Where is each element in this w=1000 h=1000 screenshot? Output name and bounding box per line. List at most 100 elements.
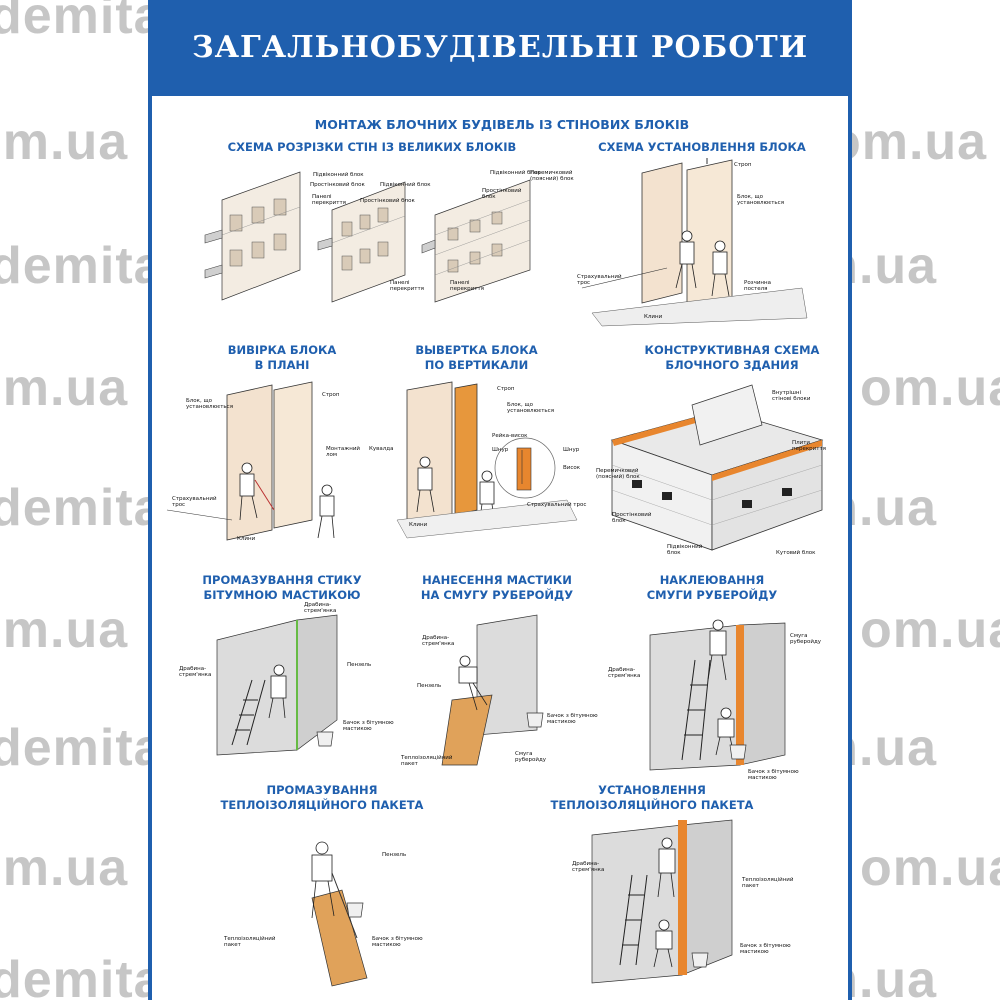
label-cord: Шнур: [563, 447, 580, 453]
watermark-text: om.ua: [860, 601, 1000, 659]
label-cord: Шнур: [492, 447, 509, 453]
panel-mastic-title-2: НА СМУГУ РУБЕРОЙДУ: [420, 588, 574, 602]
label-pier-block: Простінковий блок: [360, 198, 415, 204]
label-sill-block: Підвіконний блок: [490, 170, 541, 176]
insulation-install-illustration: [591, 819, 733, 984]
watermark-text: om.ua: [0, 359, 129, 417]
watermark-text: om.ua: [860, 839, 1000, 897]
cut-scheme-figure: Підвіконний блок Простінковий блок Панел…: [200, 160, 574, 310]
label-roofing-strip: Смуга руберойду: [515, 751, 547, 763]
panel-mastic-title-1: НАНЕСЕННЯ МАСТИКИ: [422, 573, 572, 587]
watermark-text: om.ua: [0, 839, 129, 897]
plan-check-figure: Блок, що установлюється Строп Монтажний …: [162, 380, 362, 560]
label-wedges: Клини: [644, 314, 663, 320]
label-floor-slabs: Плити перекриття: [792, 440, 826, 452]
label-floor-panels: Панелі перекриття: [450, 280, 484, 292]
panel-structure-title-1: КОНСТРУКТИВНАЯ СХЕМА: [644, 343, 820, 357]
label-inner-wall-blocks: Внутрішні стінові блоки: [772, 390, 811, 402]
panel-gluing-title-2: СМУГИ РУБЕРОЙДУ: [646, 588, 778, 602]
panel-insulation-coating-title-1: ПРОМАЗУВАННЯ: [266, 783, 378, 797]
label-pier-block: Простінковий блок: [482, 188, 522, 200]
mastic-strip-figure: Драбина-стрем'янка Пензель Бачок з бітум…: [397, 605, 607, 770]
label-stepladder: Драбина-стрем'янка: [572, 861, 605, 873]
label-brush: Пензель: [382, 852, 407, 858]
panel-cut-scheme-title: СХЕМА РОЗРІЗКИ СТІН ІЗ ВЕЛИКИХ БЛОКІВ: [227, 140, 517, 154]
insulation-coating-illustration: [311, 841, 368, 987]
label-sling: Строп: [497, 386, 515, 392]
watermark-text: om.ua: [0, 113, 129, 171]
label-corner-block: Кутовий блок: [776, 550, 816, 556]
panel-vertical-check-title-2: ПО ВЕРТИКАЛИ: [424, 358, 529, 372]
panel-structure-title-2: БЛОЧНОГО ЗДАНИЯ: [665, 358, 799, 372]
watermark-text: om.ua: [860, 359, 1000, 417]
block-installation-illustration: [581, 158, 808, 327]
label-lintel-block: Перемичковий (поясний) блок: [530, 170, 574, 182]
label-brush: Пензель: [347, 662, 372, 668]
label-mastic-tank: Бачок з бітумною мастикою: [372, 936, 423, 948]
label-sling: Строп: [322, 392, 340, 398]
label-mastic-tank: Бачок з бітумною мастикою: [343, 720, 394, 732]
label-mastic-tank: Бачок з бітумною мастикою: [547, 713, 598, 725]
poster: ЗАГАЛЬНОБУДІВЕЛЬНІ РОБОТИ МОНТАЖ БЛОЧНИХ…: [148, 0, 852, 1000]
strip-gluing-illustration: [649, 619, 786, 771]
panel-insulation-install-title-2: ТЕПЛОІЗОЛЯЦІЙНОГО ПАКЕТА: [550, 798, 754, 812]
panel-plan-check-title-2: В ПЛАНІ: [254, 358, 310, 372]
vertical-check-figure: Строп Блок, що установлюється Рейка-висо…: [367, 380, 607, 550]
label-sill-block: Підвіконний блок: [313, 172, 364, 178]
poster-title: ЗАГАЛЬНОБУДІВЕЛЬНІ РОБОТИ: [191, 30, 809, 65]
label-pier-block: Простінковий блок: [310, 182, 365, 188]
label-wedges: Клини: [237, 536, 256, 542]
joint-coating-figure: Драбина-стрем'янка Драбина-стрем'янка Пе…: [157, 600, 397, 760]
insulation-coating-figure: Пензель Теплоізоляційний пакет Бачок з б…: [222, 818, 462, 988]
panel-insulation-coating-title-2: ТЕПЛОІЗОЛЯЦІЙНОГО ПАКЕТА: [220, 798, 424, 812]
panel-install-scheme-title: СХЕМА УСТАНОВЛЕННЯ БЛОКА: [598, 140, 806, 154]
panel-gluing-title-1: НАКЛЕЮВАННЯ: [659, 573, 765, 587]
label-floor-panels: Панелі перекриття: [390, 280, 424, 292]
insulation-install-figure: Драбина-стрем'янка Теплоізоляційний паке…: [572, 815, 832, 985]
label-crowbar: Монтажний лом: [326, 446, 360, 458]
watermark-text: om.ua: [0, 601, 129, 659]
label-sill-block: Підвіконний блок: [380, 182, 431, 188]
label-insulation-pack: Теплоізоляційний пакет: [742, 877, 794, 889]
label-sledgehammer: Кувалда: [369, 446, 394, 452]
plan-check-illustration: [166, 381, 335, 541]
label-roofing-strip: Смуга руберойду: [790, 633, 822, 645]
label-sling: Строп: [734, 162, 752, 168]
label-mortar-bed: Розчинна постеля: [744, 280, 771, 292]
label-stepladder: Драбина-стрем'янка: [304, 602, 337, 614]
label-brush: Пензель: [417, 683, 442, 689]
label-block-installed: Блок, що установлюється: [186, 398, 233, 410]
label-safety-rope: Страхувальний трос: [577, 274, 622, 286]
panel-vertical-check-title-1: ВЫВЕРТКА БЛОКА: [415, 343, 538, 357]
panel-joint-title-1: ПРОМАЗУВАННЯ СТИКУ: [202, 573, 362, 587]
label-mastic-tank: Бачок з бітумною мастикою: [748, 769, 799, 781]
label-safety-rope: Страхувальний трос: [527, 502, 587, 508]
label-lintel-block: Перемичковий (поясний) блок: [596, 468, 640, 480]
structure-scheme-figure: Внутрішні стінові блоки Плити перекриття…: [592, 380, 832, 560]
label-sill-block: Підвіконний блок: [667, 544, 703, 556]
label-wedges: Клини: [409, 522, 428, 528]
label-block-installed: Блок, що установлюється: [737, 194, 784, 206]
title-banner: ЗАГАЛЬНОБУДІВЕЛЬНІ РОБОТИ: [152, 0, 848, 96]
label-plumb-bob: Висок: [563, 465, 581, 471]
label-stepladder: Драбина-стрем'янка: [608, 667, 641, 679]
install-scheme-figure: Строп Блок, що установлюється Страхуваль…: [572, 158, 812, 328]
label-mastic-tank: Бачок з бітумною мастикою: [740, 943, 791, 955]
panel-insulation-install-title-1: УСТАНОВЛЕННЯ: [598, 783, 706, 797]
joint-coating-illustration: [216, 614, 338, 756]
label-floor-panels: Панелі перекриття: [312, 194, 346, 206]
label-pier-block: Простінковий блок: [612, 512, 652, 524]
label-block-installed: Блок, що установлюється: [507, 402, 554, 414]
label-stepladder: Драбина-стрем'янка: [179, 666, 212, 678]
panel-plan-check-title-1: ВИВІРКА БЛОКА: [227, 343, 337, 357]
panel-joint-title-2: БІТУМНОЮ МАСТИКОЮ: [203, 588, 361, 602]
section-title: МОНТАЖ БЛОЧНИХ БУДІВЕЛЬ ІЗ СТІНОВИХ БЛОК…: [314, 117, 690, 132]
vertical-check-illustration: [396, 381, 578, 539]
mastic-strip-illustration: [441, 614, 544, 766]
strip-gluing-figure: Смуга руберойду Драбина-стрем'янка Бачок…: [600, 605, 830, 785]
label-safety-rope: Страхувальний трос: [172, 496, 217, 508]
label-stepladder: Драбина-стрем'янка: [422, 635, 455, 647]
label-insulation-pack: Теплоізоляційний пакет: [224, 936, 276, 948]
label-insulation-pack: Теплоізоляційний пакет: [401, 755, 453, 767]
block-building-illustration: [610, 384, 824, 551]
